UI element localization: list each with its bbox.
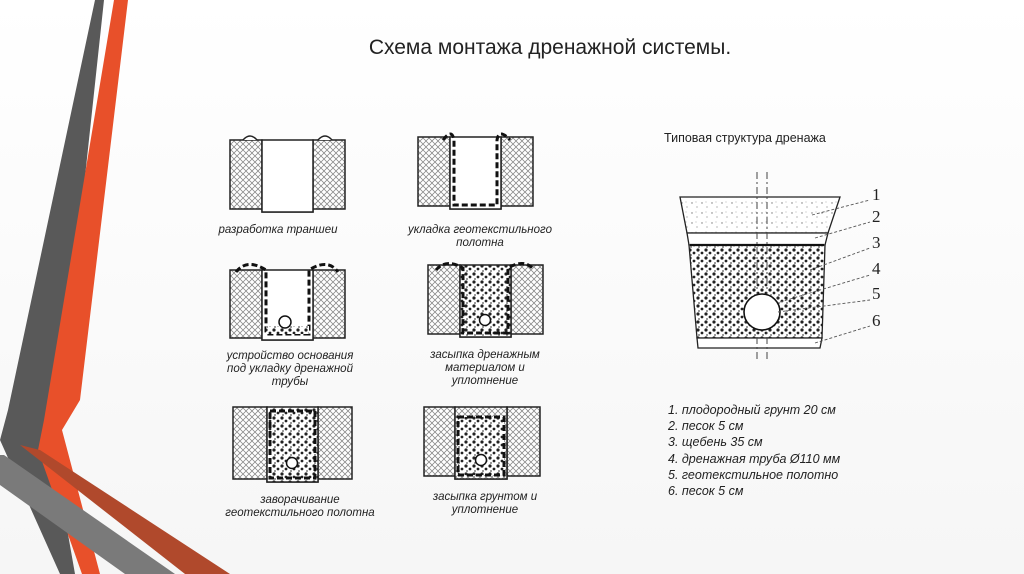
stage-6-caption-line-1: засыпка грунтом и <box>432 491 538 503</box>
legend-item: 3. щебень 35 см <box>668 435 763 450</box>
stage-3-caption-line-1: устройство основания <box>226 350 354 362</box>
stage-1-caption: разработка траншеи <box>198 224 358 237</box>
stage-3-caption: устройство основания под укладку дренажн… <box>200 350 380 389</box>
stage-6-caption-line-2: уплотнение <box>451 504 519 516</box>
legend-item: 4. дренажная труба Ø110 мм <box>668 451 841 466</box>
layer-leader-lines <box>777 199 871 344</box>
layer-number-2: 2 <box>872 207 881 226</box>
layer-number-5: 5 <box>872 284 881 303</box>
stage-6-soil-backfill-drawing <box>423 406 541 480</box>
legend-item: 1. плодородный грунт 20 см <box>668 403 836 417</box>
stage-2-geotextile-drawing <box>417 132 534 210</box>
stage-2-caption-line-2: полотна <box>456 237 504 249</box>
stage-4-backfill-drawing <box>427 262 544 338</box>
stage-3-caption-line-2: под укладку дренажной <box>227 363 353 375</box>
stage-5-caption: заворачивание геотекстильного полотна <box>195 494 405 520</box>
structure-title: Типовая структура дренажа <box>664 131 826 145</box>
stage-4-caption: засыпка дренажным материалом и уплотнени… <box>405 349 565 388</box>
layer-number-4: 4 <box>872 259 881 278</box>
legend-item: 5. геотекстильное полотно <box>668 467 839 482</box>
stage-1-caption-line-1: разработка траншеи <box>218 224 338 236</box>
legend-item: 2. песок 5 см <box>668 419 744 434</box>
stage-2-caption: укладка геотекстильного полотна <box>380 224 580 250</box>
stage-5-caption-line-2: геотекстильного полотна <box>225 507 375 519</box>
slide-title: Схема монтажа дренажной системы. <box>368 36 732 59</box>
stage-5-wrapping-drawing <box>232 406 353 483</box>
stage-2-caption-line-1: укладка геотекстильного <box>408 224 552 236</box>
stage-5-caption-line-1: заворачивание <box>260 494 340 506</box>
stage-4-caption-line-2: материалом и <box>445 362 525 374</box>
layer-number-6: 6 <box>872 311 881 330</box>
layer-number-1: 1 <box>872 185 881 204</box>
stage-4-caption-line-1: засыпка дренажным <box>430 349 540 361</box>
stage-3-caption-line-3: трубы <box>271 376 309 388</box>
stage-6-caption: засыпка грунтом и уплотнение <box>400 491 570 517</box>
stage-1-trench-drawing <box>229 135 346 213</box>
drainage-cross-section <box>679 172 841 362</box>
stage-3-base-drawing <box>229 263 346 341</box>
structure-legend: 1. плодородный грунт 20 см 2. песок 5 см… <box>668 402 840 499</box>
layer-number-3: 3 <box>872 233 881 252</box>
legend-item: 6. песок 5 см <box>668 484 744 499</box>
stage-4-caption-line-3: уплотнение <box>451 375 519 387</box>
